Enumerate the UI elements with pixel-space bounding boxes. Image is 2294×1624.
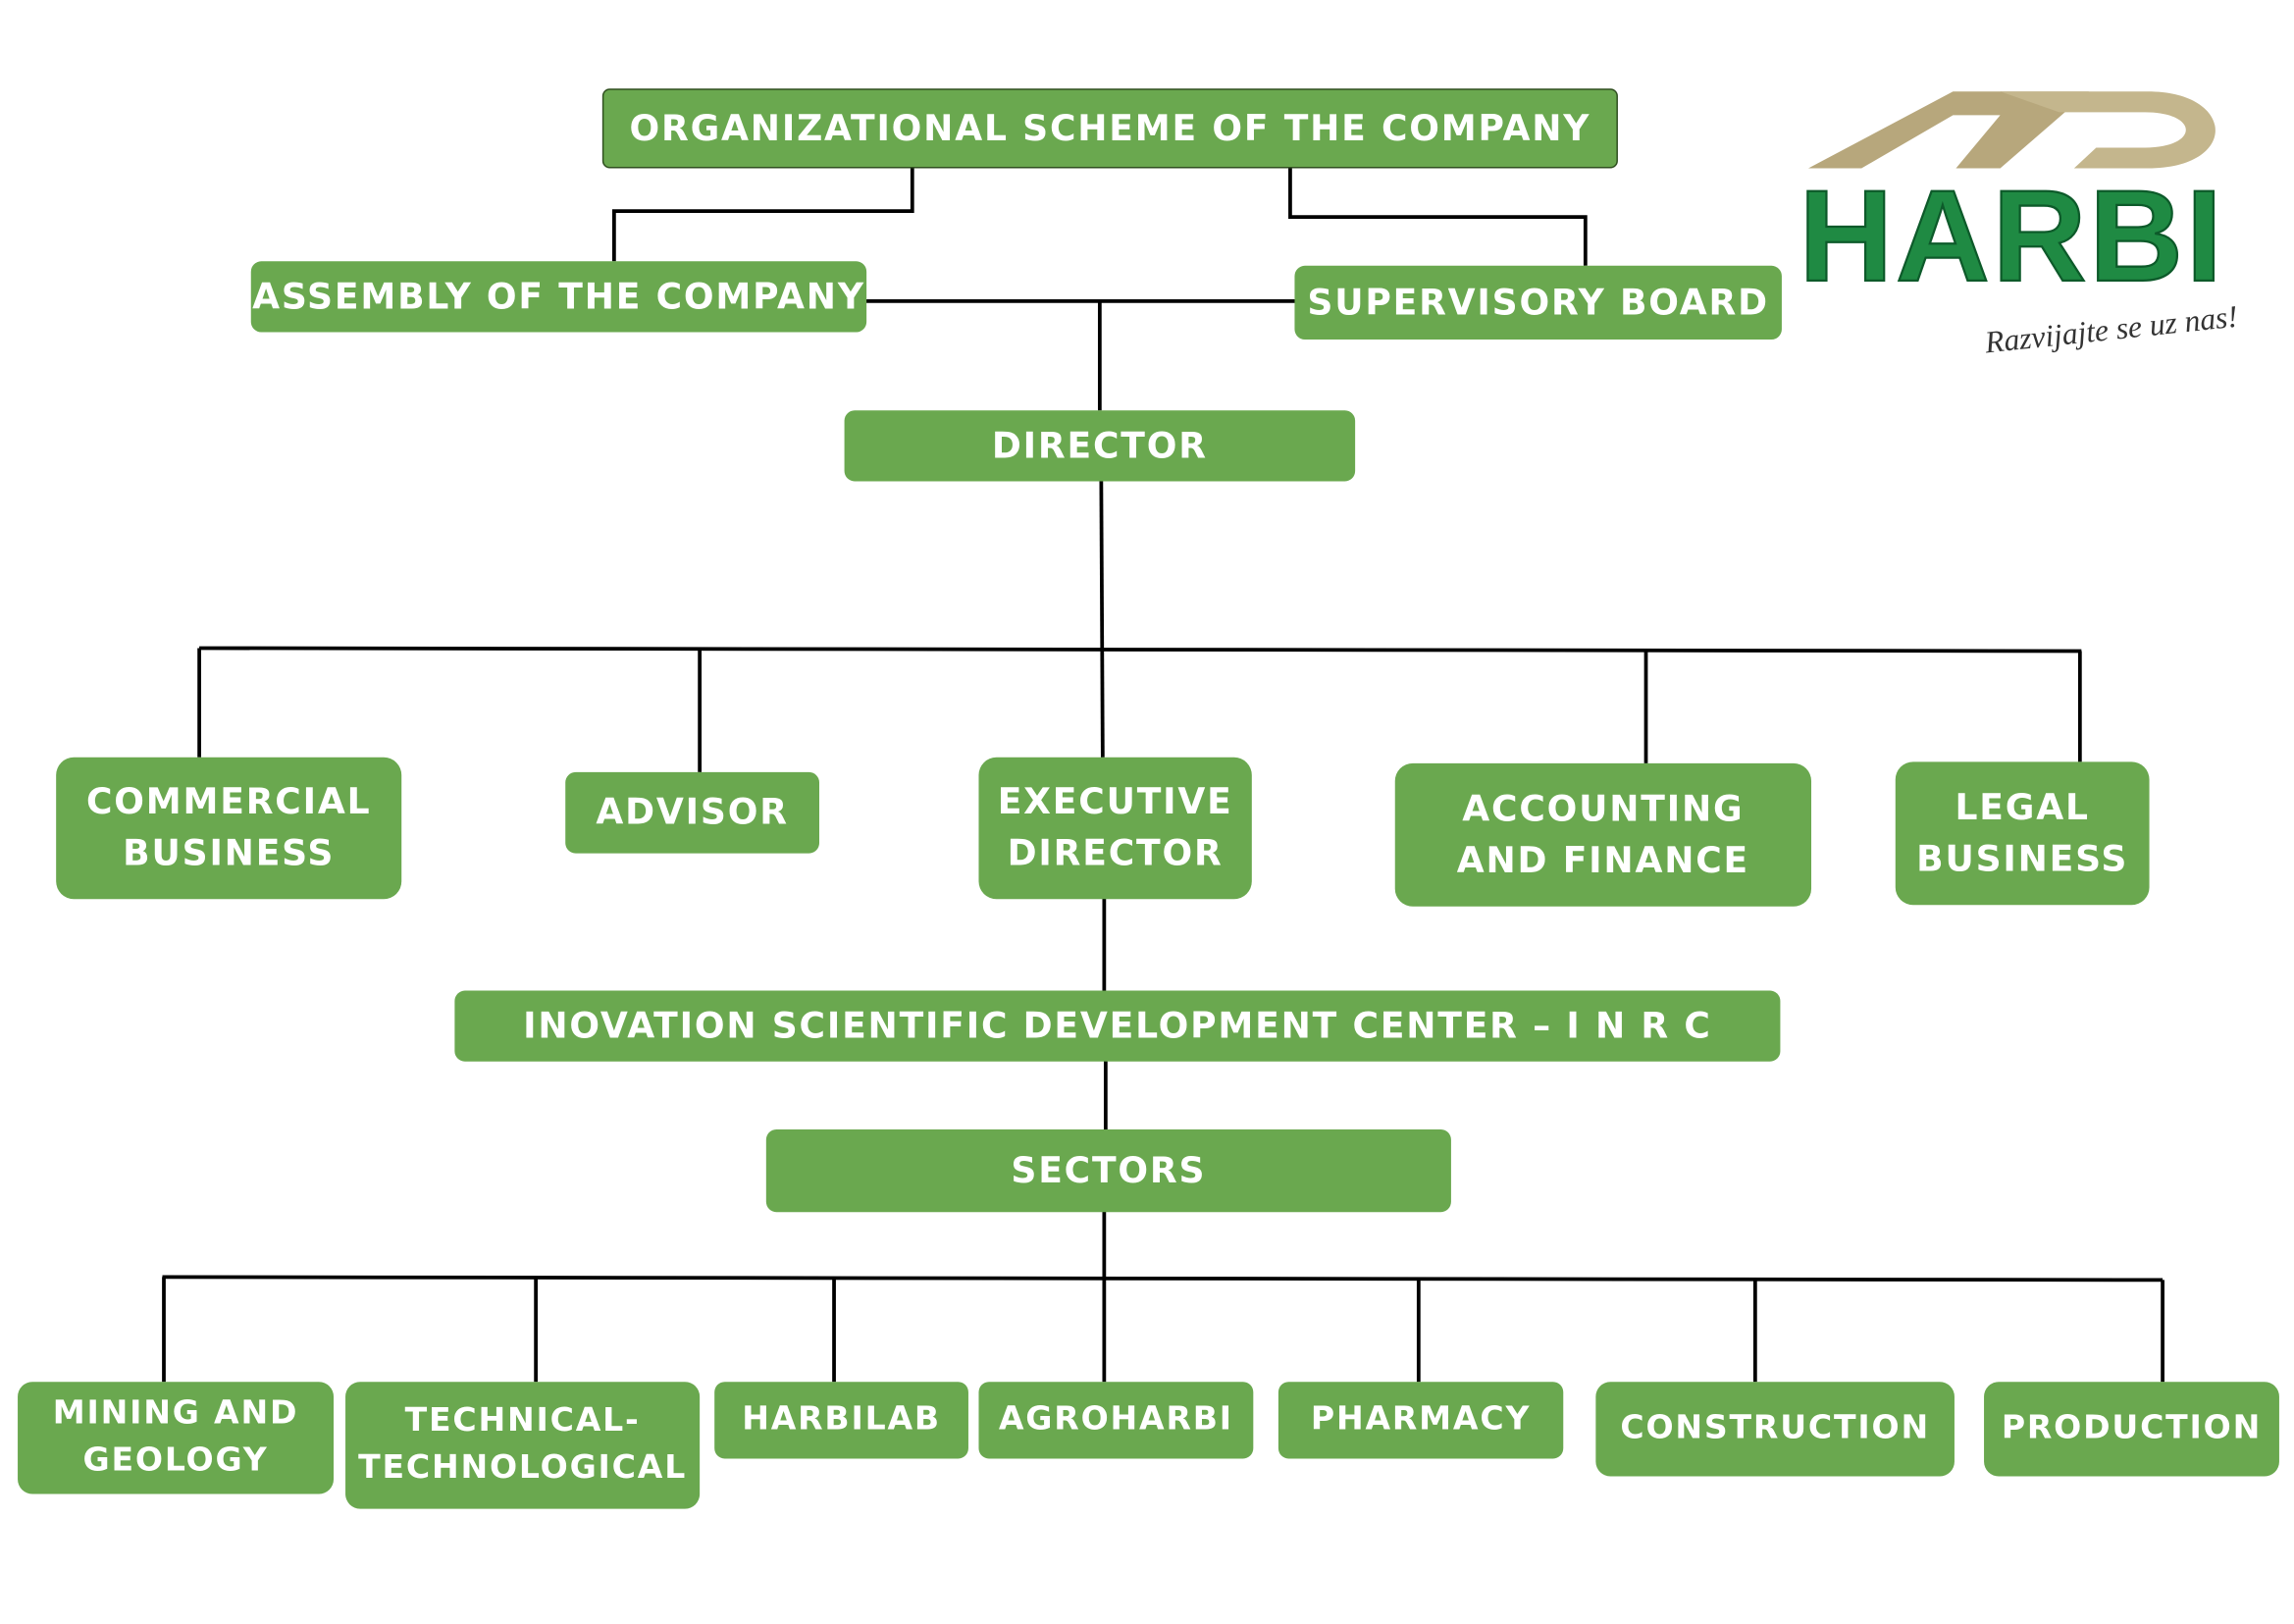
node-construction: CONSTRUCTION xyxy=(1595,1382,1955,1477)
logo-name: HARBI xyxy=(1799,164,2225,309)
node-assembly: ASSEMBLY OF THE COMPANY xyxy=(250,261,867,333)
harbi-logo: AD HARBI Razvijajte se uz nas! xyxy=(1798,91,2239,360)
title-box: ORGANIZATIONAL SCHEME OF THE COMPANY xyxy=(601,88,1618,169)
node-executive-director: EXECUTIVE DIRECTOR xyxy=(978,757,1252,900)
node-production: PRODUCTION xyxy=(1984,1382,2279,1477)
node-commercial-business: COMMERCIAL BUSINESS xyxy=(56,757,402,900)
page-title: ORGANIZATIONAL SCHEME OF THE COMPANY xyxy=(629,107,1591,149)
ad-mark-icon: AD xyxy=(1808,91,2216,169)
connector-bus-sectors xyxy=(162,1275,2164,1283)
connector-title-supervisory xyxy=(1288,165,1588,266)
node-accounting-finance: ACCOUNTING AND FINANCE xyxy=(1394,762,1812,907)
node-sectors: SECTORS xyxy=(765,1128,1451,1213)
node-mining-geology: MINING AND GEOLOGY xyxy=(18,1382,335,1494)
node-legal-business: LEGAL BUSINESS xyxy=(1895,761,2150,906)
node-director: DIRECTOR xyxy=(844,410,1356,482)
node-agroharbi: AGROHARBI xyxy=(978,1382,1254,1459)
connector-bus-departments xyxy=(199,646,2082,654)
connector-title-assembly xyxy=(611,165,914,262)
svg-text:AD: AD xyxy=(2022,145,2025,148)
node-pharmacy: PHARMACY xyxy=(1277,1382,1564,1459)
node-harbilab: HARBILAB xyxy=(714,1382,968,1459)
node-inrc: INOVATION SCIENTIFIC DEVELOPMENT CENTER … xyxy=(454,990,1781,1062)
connector-director-trunk xyxy=(1099,481,1105,758)
node-supervisory-board: SUPERVISORY BOARD xyxy=(1294,265,1782,341)
node-advisor: ADVISOR xyxy=(565,771,819,854)
node-technical-technological: TECHNICAL- TECHNOLOGICAL xyxy=(345,1382,701,1509)
